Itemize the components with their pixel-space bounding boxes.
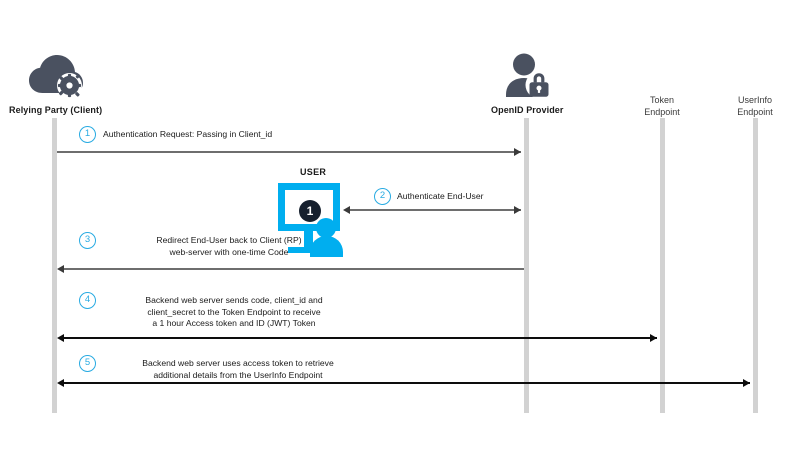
- step-label-1: Authentication Request: Passing in Clien…: [103, 129, 273, 139]
- step-arrow-5-head-left: [57, 378, 64, 387]
- step-label-3: Redirect End-User back to Client (RP) we…: [156, 235, 302, 257]
- user-person-body: [310, 236, 343, 257]
- actor-label-openid-provider: OpenID Provider: [491, 105, 564, 115]
- step-arrow-4-head-left: [57, 333, 64, 342]
- step-label-2: Authenticate End-User: [397, 191, 484, 201]
- step-arrow-1-head-right: [514, 147, 521, 156]
- user-person-head: [316, 218, 336, 238]
- step-arrow-2: [348, 209, 521, 211]
- actor-label-relying-party: Relying Party (Client): [9, 105, 103, 115]
- monitor-neck: [304, 231, 313, 247]
- step-arrow-4-head-right: [650, 333, 657, 342]
- user-badge-number: 1: [299, 200, 321, 222]
- step-arrow-2-head-right: [514, 205, 521, 214]
- step-number-4: 4: [79, 292, 96, 309]
- actor-label-token-endpoint: Token Endpoint: [644, 95, 680, 117]
- person-lock-icon: [504, 52, 553, 99]
- lifeline-userinfo-endpoint: [753, 118, 758, 413]
- actor-label-userinfo-endpoint: UserInfo Endpoint: [737, 95, 773, 117]
- step-arrow-4: [62, 337, 657, 339]
- step-arrow-1: [57, 151, 521, 153]
- monitor-base: [288, 247, 329, 253]
- step-label-5: Backend web server uses access token to …: [142, 358, 334, 380]
- step-arrow-5-head-right: [743, 378, 750, 387]
- step-number-1: 1: [79, 126, 96, 143]
- step-arrow-3-head-left: [57, 264, 64, 273]
- step-number-3: 3: [79, 232, 96, 249]
- user-block-title: USER: [300, 167, 327, 177]
- step-arrow-2-head-left: [343, 205, 350, 214]
- step-label-4: Backend web server sends code, client_id…: [145, 295, 323, 328]
- lifeline-relying-party: [52, 118, 57, 413]
- step-number-5: 5: [79, 355, 96, 372]
- lifeline-openid-provider: [524, 118, 529, 413]
- lifeline-token-endpoint: [660, 118, 665, 413]
- step-number-2: 2: [374, 188, 391, 205]
- cloud-gear-icon: [28, 52, 83, 98]
- step-arrow-3: [62, 268, 524, 270]
- step-arrow-5: [62, 382, 750, 384]
